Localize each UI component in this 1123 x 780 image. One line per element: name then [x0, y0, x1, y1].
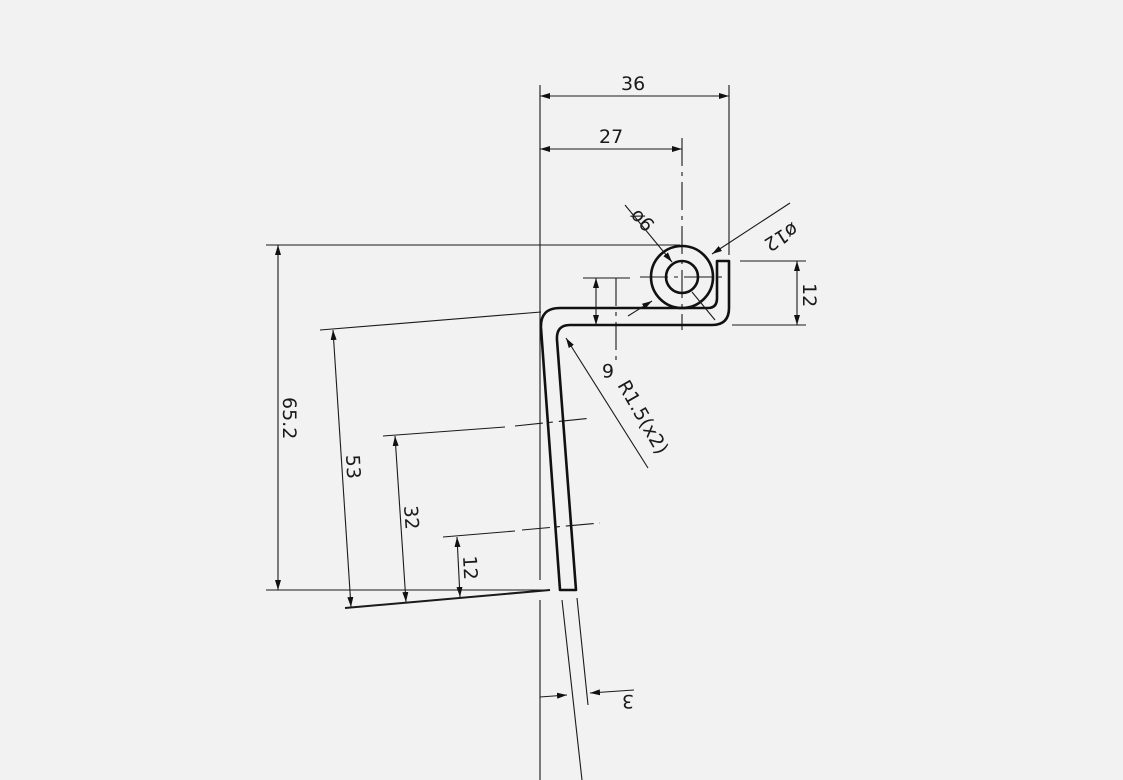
hinge-profile: [539, 244, 731, 592]
dim-65-2: 65.2: [278, 397, 300, 439]
inner-hole-circle: [664, 259, 700, 295]
outer-barrel-circle: [649, 244, 715, 310]
dimension-lines: [275, 93, 800, 699]
dim-36: 36: [621, 73, 645, 95]
dim-diameter-6: ø6: [626, 204, 658, 236]
dim-32: 32: [399, 505, 423, 531]
dim-radius: R1.5(x2): [613, 377, 673, 459]
dim-53: 53: [341, 454, 364, 479]
dim-27: 27: [599, 126, 623, 148]
dim-6-offset: 6: [602, 359, 614, 381]
dim-12-flange: 12: [798, 283, 820, 307]
dim-diameter-12: ø12: [760, 218, 802, 256]
center-lines: [514, 138, 725, 531]
dim-12-lower: 12: [458, 555, 481, 580]
extension-lines: [266, 85, 806, 780]
dim-3-thickness: 3: [622, 690, 634, 712]
